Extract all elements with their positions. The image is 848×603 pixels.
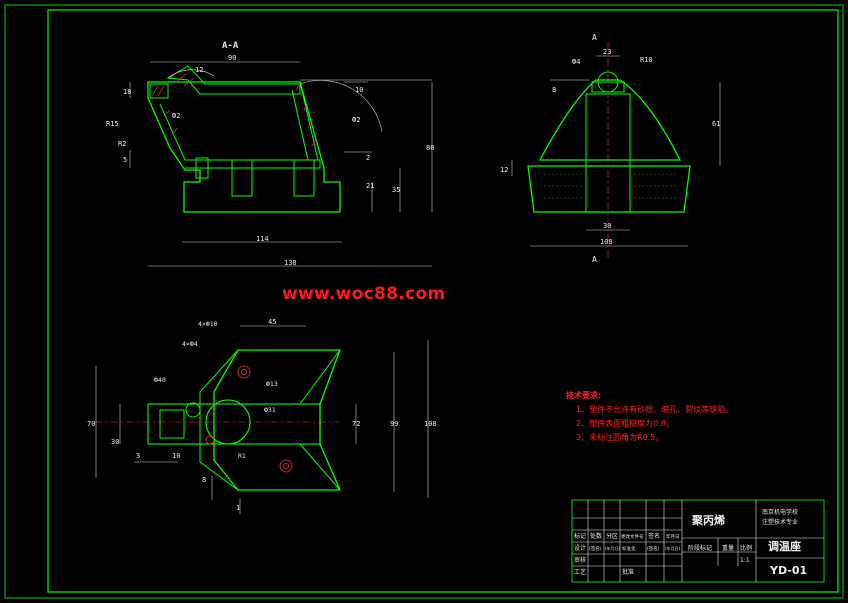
material: 聚丙烯 xyxy=(691,513,725,527)
dim-top-15: 1 xyxy=(236,504,240,512)
dim-top-0: 45 xyxy=(268,318,276,326)
dim-top-7: 99 xyxy=(390,420,398,428)
dim-front-9: 21 xyxy=(366,182,374,190)
section-label: A-A xyxy=(222,41,239,51)
school-line-2: 注塑技术专业 xyxy=(762,518,798,526)
row-label-1: 处数 xyxy=(590,532,602,540)
dim-front-11: 80 xyxy=(426,144,434,152)
part-name: 调温座 xyxy=(768,539,801,553)
dim-front-0: 90 xyxy=(228,54,236,62)
title-block xyxy=(571,499,825,583)
dim-top-3: Ф40 xyxy=(154,376,166,384)
row2-2: (年月日) xyxy=(605,545,621,551)
school-line-1: 南京机电学校 xyxy=(762,508,798,516)
dim-front-13: 138 xyxy=(284,259,297,267)
row2-0: 设计 xyxy=(574,544,586,552)
bottom-label-1: 工艺 xyxy=(574,568,586,576)
dim-top-1: 4×Ф10 xyxy=(198,320,218,328)
inner-border xyxy=(47,9,839,593)
dim-front-1: 12 xyxy=(195,66,203,74)
drawing-number: YD-01 xyxy=(769,564,807,577)
dim-side-5: 12 xyxy=(500,166,508,174)
tech-note-3: 3、未标注圆角为R0.5。 xyxy=(576,432,663,442)
row-label-5: 年月日 xyxy=(666,533,680,540)
row2-1: (签名) xyxy=(589,545,602,552)
tech-notes-title: 技术要求: xyxy=(566,390,601,400)
tech-note-1: 1、塑件不允许有砂眼、缩孔、裂纹等缺陷。 xyxy=(576,404,733,414)
bottom-label-0: 审核 xyxy=(574,556,586,564)
dim-top-8: 108 xyxy=(424,420,437,428)
dim-top-5: Ф31 xyxy=(264,406,276,414)
dim-side-4: 61 xyxy=(712,120,720,128)
dim-front-4: R15 xyxy=(106,120,119,128)
dim-front-5: Ф2 xyxy=(172,112,180,120)
technical-requirements: 技术要求: 1、塑件不允许有砂眼、缩孔、裂纹等缺陷。 2、塑件表面粗糙度为0.8… xyxy=(566,390,733,442)
outer-border xyxy=(4,4,844,599)
dim-top-4: Ф13 xyxy=(266,380,278,388)
dim-front-3: 10 xyxy=(355,86,363,94)
dim-top-11: 3 xyxy=(136,452,140,460)
dim-front-12: 114 xyxy=(256,235,269,243)
dim-front-8: 2 xyxy=(366,154,370,162)
section-view-a-a: A-A xyxy=(106,41,434,267)
scale: 1:1 xyxy=(740,557,750,564)
row-label-0: 标记 xyxy=(574,532,586,540)
side-view: A A 23 R10 Ф4 8 61 12 30 108 xyxy=(500,33,720,264)
dim-front-10: 35 xyxy=(392,186,400,194)
dim-front-2: 18 xyxy=(123,88,131,96)
dim-top-6: 72 xyxy=(352,420,360,428)
cut-label-bottom: A xyxy=(592,255,597,264)
dim-front-14: R2 xyxy=(118,140,126,148)
dim-top-2: 4×Ф4 xyxy=(182,340,198,348)
row-label-3: 更改文件号 xyxy=(621,533,644,540)
title-block-text: 聚丙烯 南京机电学校 注塑技术专业 调温座 YD-01 1:1 阶段标记 重量 … xyxy=(574,508,807,577)
dim-side-0: 23 xyxy=(603,48,611,56)
row-label-4: 签名 xyxy=(648,532,660,540)
top-view: 45 4×Ф10 4×Ф4 Ф40 Ф13 Ф31 72 99 108 70 3… xyxy=(87,318,437,514)
dim-front-6: Ф2 xyxy=(352,116,360,124)
dim-side-3: 8 xyxy=(552,86,556,94)
bottom-label-2: 批准 xyxy=(622,568,634,576)
dim-side-7: 108 xyxy=(600,238,613,246)
row2-4: (签名) xyxy=(647,545,660,552)
row2-3: 标准化 xyxy=(622,545,636,552)
watermark: www.woc88.com xyxy=(282,284,446,304)
dim-top-12: 10 xyxy=(172,452,180,460)
stage-label-2: 比例 xyxy=(740,544,752,552)
tech-note-2: 2、塑件表面粗糙度为0.8。 xyxy=(576,418,674,428)
dim-side-6: 30 xyxy=(603,222,611,230)
dim-top-9: 70 xyxy=(87,420,95,428)
stage-label-0: 阶段标记 xyxy=(688,544,712,552)
dim-top-14: 8 xyxy=(202,476,206,484)
dim-top-10: 30 xyxy=(111,438,119,446)
dim-front-7: 5 xyxy=(123,156,127,164)
dim-top-13: R1 xyxy=(238,452,246,460)
row-label-2: 分区 xyxy=(606,532,618,540)
stage-label-1: 重量 xyxy=(722,544,734,552)
row2-5: (年月日) xyxy=(665,545,681,551)
dim-side-1: R10 xyxy=(640,56,653,64)
cut-label-top: A xyxy=(592,33,597,42)
dim-side-2: Ф4 xyxy=(572,58,580,66)
